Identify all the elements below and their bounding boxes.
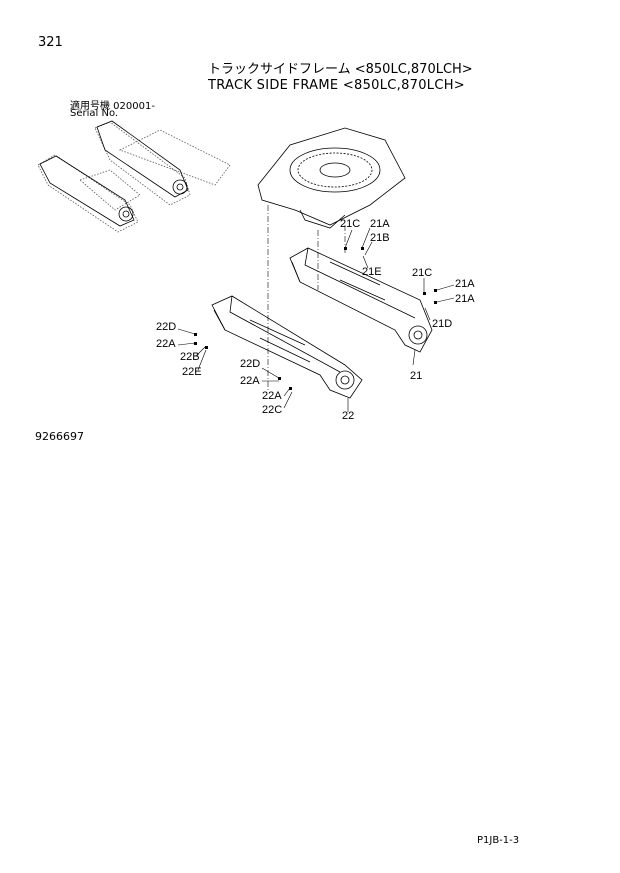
callout-22d: 22D	[156, 321, 177, 333]
callout-22a-bottom: 22A	[262, 390, 282, 402]
bolt-marks	[194, 247, 437, 390]
callout-21d: 21D	[432, 318, 453, 330]
callout-21c-lower: 21C	[412, 267, 433, 279]
callout-21b: 21B	[370, 232, 390, 244]
track-frame-22	[211, 295, 363, 399]
callout-21a-bottom: 21A	[455, 293, 475, 305]
callout-21e: 21E	[362, 266, 382, 278]
document-id: 9266697	[35, 430, 84, 443]
center-frame	[257, 127, 406, 229]
page-title-english: TRACK SIDE FRAME <850LC,870LCH>	[208, 78, 465, 93]
serial-label-english: Serial No.	[70, 108, 119, 119]
page-code: P1JB-1-3	[477, 835, 520, 846]
callout-21: 21	[410, 370, 423, 382]
callout-22a: 22A	[156, 338, 176, 350]
callout-22d-lower: 22D	[240, 358, 261, 370]
overview-frame-upper	[96, 120, 189, 198]
track-frame-21	[289, 247, 433, 353]
callout-22c: 22C	[262, 404, 283, 416]
page-number: 321	[38, 35, 63, 50]
overview-frame-lower	[39, 155, 135, 227]
callout-22e: 22E	[182, 366, 202, 378]
callout-22: 22	[342, 410, 355, 422]
callout-21a-lower: 21A	[455, 278, 475, 290]
callout-22b: 22B	[180, 351, 200, 363]
leader-lines	[177, 227, 455, 412]
callout-21c: 21C	[340, 218, 361, 230]
callout-21a: 21A	[370, 218, 390, 230]
page-title-japanese: トラックサイドフレーム <850LC,870LCH>	[208, 62, 473, 77]
serial-label-japanese: 適用号機 020001-	[70, 101, 155, 112]
overview-thumbnail	[37, 121, 231, 233]
callout-22a-lower: 22A	[240, 375, 260, 387]
alignment-lines	[267, 205, 346, 390]
